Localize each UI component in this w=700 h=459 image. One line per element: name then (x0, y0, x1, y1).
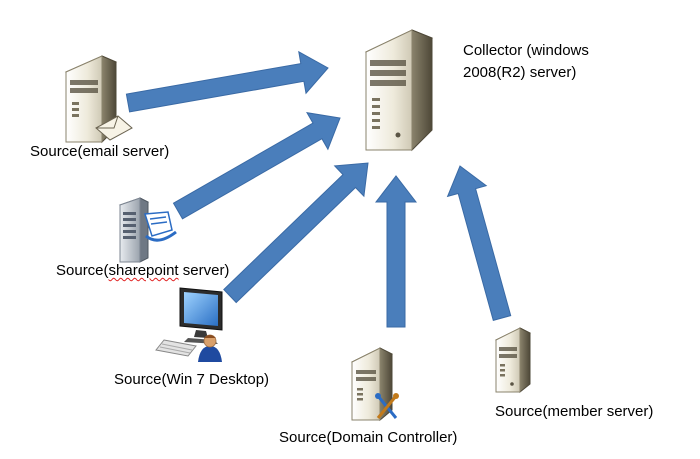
sharepoint-server-icon (118, 197, 177, 263)
desktop-computer-icon (155, 287, 223, 362)
arrow-email-to-collector (125, 50, 329, 113)
collector-label-line1: Collector (windows (463, 42, 589, 59)
arrow-sharepoint-to-collector (172, 112, 341, 220)
member-server-label: Source(member server) (495, 403, 654, 420)
desktop-label: Source(Win 7 Desktop) (114, 371, 270, 388)
domain-controller-server-icon (350, 347, 399, 422)
sharepoint-label-word: sharepoint (108, 262, 179, 279)
arrow-dc-to-collector (374, 175, 418, 328)
domain-controller-label: Source(Domain Controller) (279, 429, 458, 446)
envelope-icon (95, 115, 133, 141)
sharepoint-label-prefix: Source( (56, 262, 109, 279)
arrow-member-to-collector (446, 165, 512, 322)
arrow-desktop-to-collector (223, 162, 369, 304)
flow-arrows (125, 50, 512, 328)
keyboard-icon (155, 339, 197, 357)
user-icon (198, 334, 222, 362)
collector-server-icon (364, 29, 434, 152)
member-server-icon (494, 327, 532, 394)
document-icon (144, 211, 177, 242)
email-server-icon (64, 55, 133, 144)
email-server-label: Source(email server) (30, 143, 170, 160)
tools-icon (375, 393, 399, 419)
sharepoint-server-label: Source(sharepoint server) (56, 262, 229, 280)
collector-label-line2: 2008(R2) server) (463, 64, 577, 81)
sharepoint-label-suffix: server) (178, 262, 230, 279)
